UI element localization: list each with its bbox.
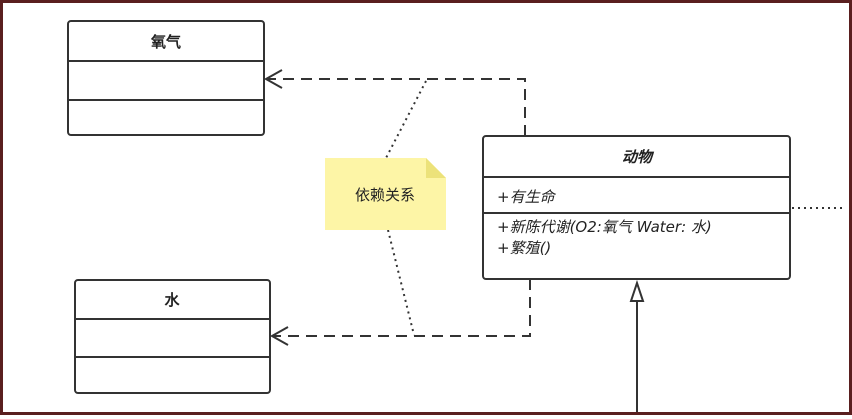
dependency-line-oxygen bbox=[268, 78, 526, 136]
note-fold bbox=[426, 158, 446, 178]
note-anchor-oxygen bbox=[385, 80, 427, 159]
note-label: 依赖关系 bbox=[355, 186, 415, 204]
class-oxygen[interactable]: 氧气 bbox=[67, 20, 265, 136]
class-animal-method-reproduce: +繁殖() bbox=[497, 239, 551, 257]
dependency-arrowhead-water bbox=[269, 326, 289, 346]
dependency-arrowhead-oxygen bbox=[263, 69, 283, 89]
class-water-name: 水 bbox=[164, 291, 180, 309]
class-animal[interactable]: 动物 +有生命 +新陈代谢(O2:氧气 Water: 水) +繁殖() bbox=[482, 135, 791, 280]
class-animal-method-metabolism: +新陈代谢(O2:氧气 Water: 水) bbox=[497, 218, 712, 236]
class-oxygen-name: 氧气 bbox=[150, 33, 181, 51]
note-dependency[interactable]: 依赖关系 bbox=[325, 158, 446, 230]
class-water[interactable]: 水 bbox=[74, 279, 271, 394]
dependency-animal-oxygen[interactable] bbox=[263, 69, 526, 136]
note-anchor-water bbox=[387, 229, 415, 336]
generalization-arrow[interactable] bbox=[629, 279, 645, 412]
class-animal-attribute: +有生命 bbox=[497, 188, 557, 206]
class-animal-name: 动物 bbox=[622, 148, 655, 166]
note-body bbox=[325, 158, 446, 230]
dependency-line-water bbox=[274, 279, 531, 337]
dependency-animal-water[interactable] bbox=[269, 279, 531, 346]
generalization-arrowhead bbox=[629, 279, 645, 302]
